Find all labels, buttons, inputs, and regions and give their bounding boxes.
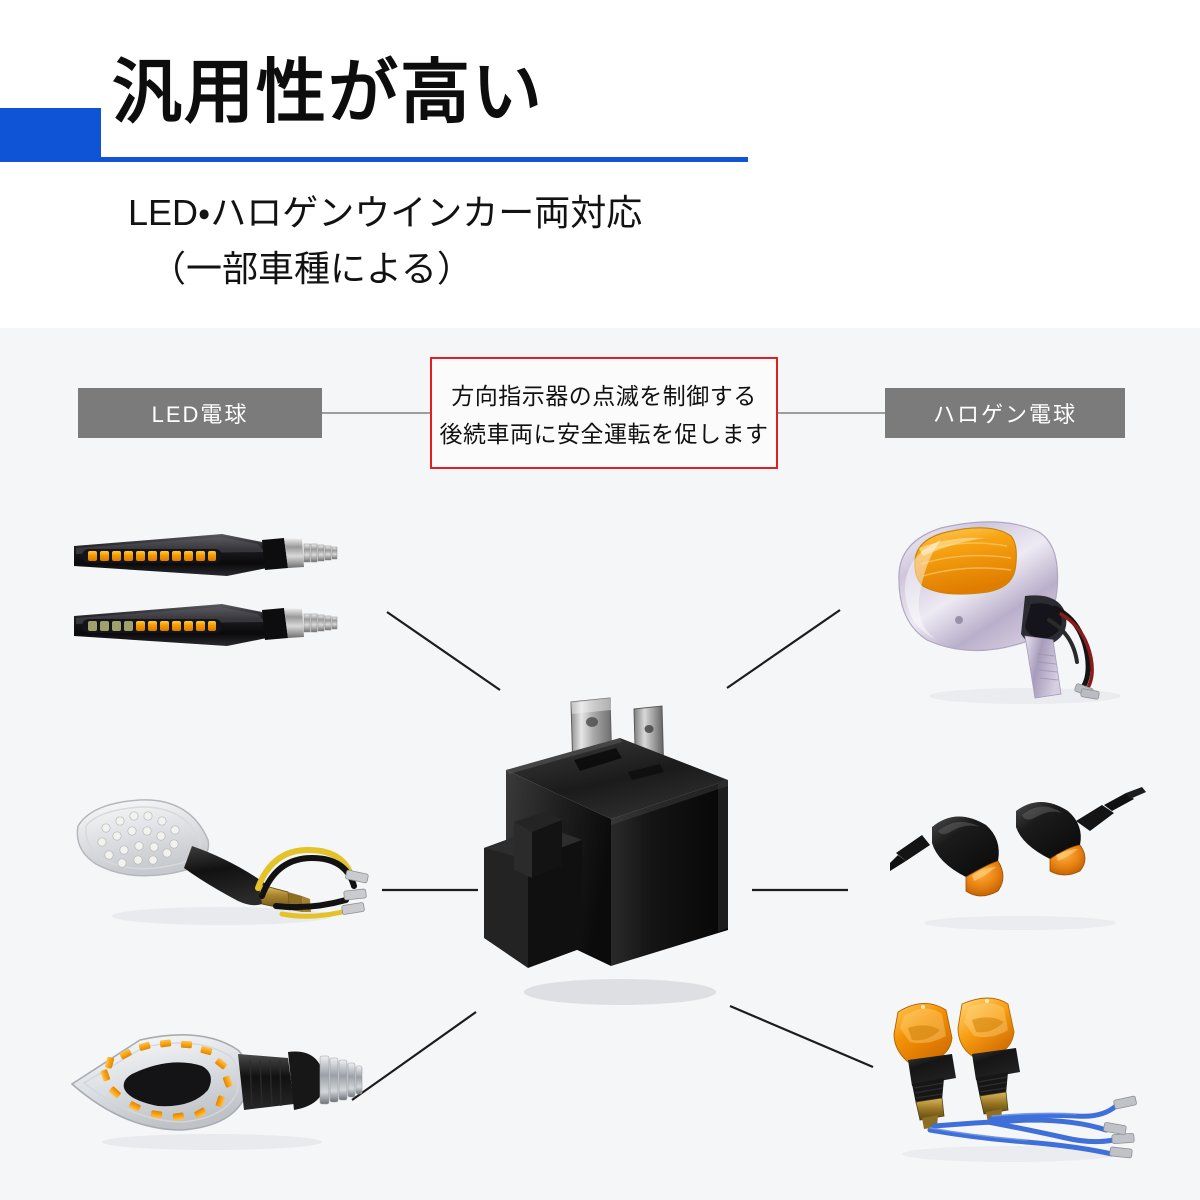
- teardrop-center-hole: [123, 1062, 211, 1107]
- chip-connector-left: [322, 412, 430, 414]
- header-banner: 汎用性が高い LED・ハロゲンウインカー両対応 （一部車種による）: [0, 0, 1200, 328]
- label-chip-led: LED電球: [78, 388, 322, 438]
- callout-line-2: 後続車両に安全運転を促します: [439, 421, 769, 447]
- connector-lines: [351, 609, 874, 1101]
- relay-mount-tab: [484, 812, 582, 968]
- accent-rule: [0, 157, 748, 162]
- teardrop-stem: [238, 1054, 294, 1110]
- amber-signal-right: [957, 997, 1020, 1123]
- product-chrome-mirror-signal: [898, 521, 1121, 704]
- bullet-signal-back: [1016, 787, 1146, 876]
- product-leaf-led-signal: [76, 799, 369, 925]
- label-chip-halogen: ハロゲン電球: [885, 388, 1125, 438]
- accent-block: [0, 108, 101, 160]
- leaf-stem: [184, 846, 271, 906]
- callout-box: 方向指示器の点滅を制御する 後続車両に安全運転を促します: [430, 357, 778, 469]
- product-amber-signal-pair: [893, 997, 1137, 1162]
- compatibility-diagram: LED電球 ハロゲン電球 方向指示器の点滅を制御する 後続車両に安全運転を促しま…: [0, 328, 1200, 1200]
- spoke-bottom-left: [351, 1011, 477, 1101]
- led-strip-upper: [74, 534, 338, 576]
- subtitle-line-2: （一部車種による）: [150, 247, 473, 289]
- amber-signal-left: [893, 1003, 956, 1129]
- product-bullet-signal-pair: [890, 787, 1146, 930]
- product-teardrop-led-signal: [70, 1034, 363, 1150]
- callout-line-1: 方向指示器の点滅を制御する: [451, 383, 757, 409]
- product-flasher-relay: [484, 697, 728, 1005]
- led-strip-lower: [74, 604, 338, 646]
- subtitle-line-1: LED・ハロゲンウインカー両対応: [128, 192, 643, 233]
- page-title: 汎用性が高い: [112, 53, 544, 131]
- subtitle: LED・ハロゲンウインカー両対応 （一部車種による）: [128, 185, 642, 297]
- bullet-signal-front: [890, 816, 1004, 897]
- spoke-top-right: [726, 609, 841, 689]
- chip-connector-right: [778, 412, 885, 414]
- product-sequential-led-pair: [74, 534, 338, 646]
- spoke-top-left: [386, 611, 501, 691]
- relay-right-face: [611, 780, 728, 966]
- spoke-bottom-right: [729, 1004, 874, 1069]
